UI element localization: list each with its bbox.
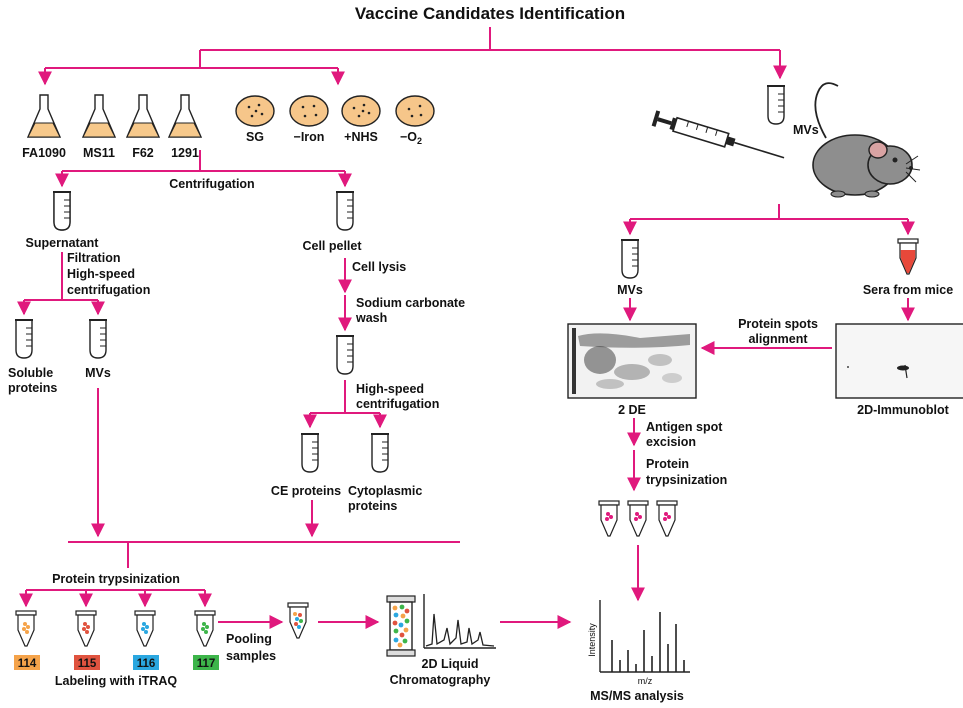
soluble-proteins-tube-icon <box>14 319 34 359</box>
itraq-tag-label: 115 <box>78 658 97 670</box>
eppendorf-icon <box>75 610 97 647</box>
cytoplasmic-label: Cytoplasmic <box>348 484 422 498</box>
mvs-mouse-tube-icon <box>766 85 786 125</box>
condition-label: −O2 <box>400 130 422 146</box>
ms-x-axis-label: m/z <box>638 676 653 686</box>
pooling-label-2: samples <box>226 649 276 663</box>
flask-icon <box>167 94 203 138</box>
immunoblot-image <box>835 323 963 399</box>
labeling-itraq-label: Labeling with iTRAQ <box>55 674 177 688</box>
diagram-title: Vaccine Candidates Identification <box>355 4 625 23</box>
antigen-excision-label-2: excision <box>646 435 696 449</box>
strain-label: F62 <box>132 146 154 160</box>
ms-analysis-label: MS/MS analysis <box>590 689 684 703</box>
soluble-proteins-label-2: proteins <box>8 381 57 395</box>
syringe-icon <box>651 110 785 159</box>
chromatogram-icon <box>423 594 496 649</box>
eppendorf-icon <box>194 610 216 647</box>
lc-label-2: Chromatography <box>390 673 491 687</box>
soluble-proteins-label: Soluble <box>8 366 53 380</box>
itraq-tag-label: 114 <box>18 658 37 670</box>
flask-group: FA1090 MS11 F62 1291 <box>22 94 203 160</box>
petri-dish-icon <box>235 95 275 127</box>
condition-label: −Iron <box>294 130 325 144</box>
pooling-label: Pooling <box>226 632 272 646</box>
condition-label: SG <box>246 130 264 144</box>
protein-trypsinization-right-label: Protein <box>646 457 689 471</box>
two-de-gel-image <box>567 323 697 399</box>
lc-label: 2D Liquid <box>422 657 479 671</box>
supernatant-label: Supernatant <box>26 236 100 250</box>
cell-pellet-label: Cell pellet <box>302 239 362 253</box>
eppendorf-icon <box>134 610 156 647</box>
strain-label: MS11 <box>83 146 115 160</box>
cytoplasmic-label-2: proteins <box>348 499 397 513</box>
strain-label: 1291 <box>171 146 199 160</box>
condition-label: +NHS <box>344 130 378 144</box>
itraq-tag-box <box>193 655 219 670</box>
petri-dish-icon <box>341 95 381 127</box>
eppendorf-icon <box>627 500 649 537</box>
mvs-left-label: MVs <box>85 366 111 380</box>
antigen-excision-label: Antigen spot <box>646 420 723 434</box>
centrifugation-sub-label: centrifugation <box>67 283 150 297</box>
petri-dish-icon <box>395 95 435 127</box>
mouse-icon <box>812 82 921 198</box>
sera-eppendorf-icon <box>897 238 919 275</box>
cell-lysis-label: Cell lysis <box>352 260 406 274</box>
two-de-label: 2 DE <box>618 403 646 417</box>
mvs-tube-icon <box>88 319 108 359</box>
itraq-tag-group: 114 115 116 117 <box>14 655 219 670</box>
lc-column-icon <box>386 595 416 657</box>
sodium-carbonate-label: Sodium carbonate <box>356 296 465 310</box>
ce-proteins-tube-icon <box>300 433 320 473</box>
itraq-tag-label: 116 <box>137 658 156 670</box>
high-speed-2-label: High-speed <box>356 382 424 396</box>
eppendorf-icon <box>15 610 37 647</box>
eppendorf-icon <box>656 500 678 537</box>
itraq-tag-box <box>14 655 40 670</box>
spots-alignment-label-2: alignment <box>748 332 808 346</box>
protein-trypsinization-right-label-2: trypsinization <box>646 473 727 487</box>
centrifugation-label: Centrifugation <box>169 177 254 191</box>
ce-proteins-label: CE proteins <box>271 484 341 498</box>
itraq-tube-group <box>15 610 216 647</box>
strain-label: FA1090 <box>22 146 66 160</box>
filtration-label: Filtration <box>67 251 120 265</box>
digest-tube-group <box>598 500 678 537</box>
high-speed-label: High-speed <box>67 267 135 281</box>
centrifugation-2-label: centrifugation <box>356 397 439 411</box>
eppendorf-icon <box>598 500 620 537</box>
flask-icon <box>125 94 161 138</box>
supernatant-tube-icon <box>52 191 72 231</box>
cytoplasmic-tube-icon <box>370 433 390 473</box>
flask-icon <box>26 94 62 138</box>
o2-subscript: 2 <box>417 136 422 146</box>
mvs-mouse-label: MVs <box>793 123 819 137</box>
petri-dish-icon <box>289 95 329 127</box>
itraq-tag-box <box>74 655 100 670</box>
protein-trypsinization-label: Protein trypsinization <box>52 572 180 586</box>
pooled-eppendorf-icon <box>287 602 309 639</box>
ms-y-axis-label: Intensity <box>587 623 597 657</box>
itraq-tag-box <box>133 655 159 670</box>
wash-label: wash <box>355 311 387 325</box>
mvs-right-tube-icon <box>620 239 640 279</box>
carbonate-tube-icon <box>335 335 355 375</box>
flask-icon <box>81 94 117 138</box>
mvs-right-label: MVs <box>617 283 643 297</box>
plate-group: SG −Iron +NHS −O2 <box>235 95 435 146</box>
ms-spectrum-icon <box>599 600 690 673</box>
left-connectors <box>17 150 572 629</box>
top-connectors <box>38 27 787 86</box>
sera-label: Sera from mice <box>863 283 953 297</box>
itraq-tag-label: 117 <box>197 658 216 670</box>
spots-alignment-label: Protein spots <box>738 317 818 331</box>
cell-pellet-tube-icon <box>335 191 355 231</box>
right-connectors <box>623 204 915 602</box>
immunoblot-label: 2D-Immunoblot <box>857 403 949 417</box>
